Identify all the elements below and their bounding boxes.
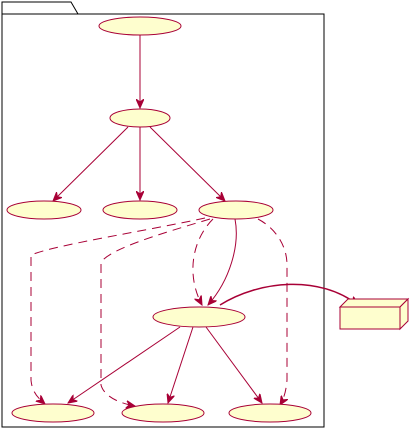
node-box[interactable] <box>338 297 410 331</box>
use-case-7[interactable] <box>11 403 95 423</box>
edge-uc5-uc7-dashed <box>30 217 206 404</box>
node-side <box>399 297 409 331</box>
use-case-4[interactable] <box>102 200 178 220</box>
use-case-1[interactable] <box>98 16 182 36</box>
use-case-9[interactable] <box>228 403 312 423</box>
package-tab <box>1 1 79 15</box>
edges <box>30 35 358 406</box>
use-case-2[interactable] <box>109 108 171 128</box>
edge-uc2-uc5 <box>149 126 225 201</box>
use-case-6[interactable] <box>152 306 246 328</box>
node-top <box>338 298 410 308</box>
node-front <box>339 306 401 330</box>
edge-uc6-uc9 <box>205 326 262 403</box>
use-case-3[interactable] <box>6 200 82 220</box>
use-cases <box>6 16 312 423</box>
edge-uc6-node <box>219 283 358 305</box>
edge-uc5-uc6-solid <box>208 218 237 305</box>
edge-uc6-uc8 <box>168 326 194 403</box>
use-case-5[interactable] <box>198 200 274 220</box>
edge-uc5-uc6-dashed <box>192 218 214 305</box>
package-body <box>1 13 325 428</box>
edge-uc5-uc9-dashed <box>257 218 287 405</box>
use-case-8[interactable] <box>121 403 205 423</box>
edge-uc2-uc3 <box>53 126 129 201</box>
edge-uc6-uc7 <box>68 326 181 403</box>
package-frame <box>1 1 325 428</box>
